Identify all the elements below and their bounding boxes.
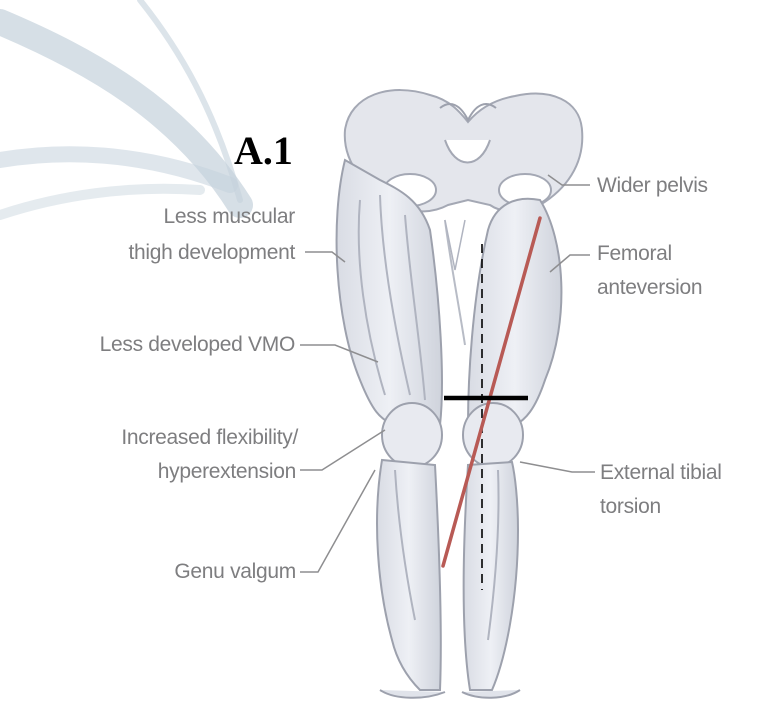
label-wider-pelvis: Wider pelvis — [597, 172, 708, 199]
leader-genu-valgum — [300, 470, 375, 572]
label-anteversion: anteversion — [597, 274, 702, 301]
label-thigh-development: thigh development — [128, 239, 295, 266]
label-torsion: torsion — [600, 493, 661, 520]
label-less-developed-vmo: Less developed VMO — [100, 331, 295, 358]
label-increased-flexibility: Increased flexibility/ — [121, 424, 298, 451]
leader-tibial — [520, 462, 595, 472]
leader-flexibility — [300, 430, 385, 470]
knees — [382, 403, 523, 467]
label-external-tibial: External tibial — [600, 459, 722, 486]
right-thigh — [445, 199, 561, 425]
lower-legs — [377, 460, 520, 698]
panel-label: A.1 — [234, 128, 293, 174]
label-hyperextension: hyperextension — [158, 458, 296, 485]
label-genu-valgum: Genu valgum — [174, 558, 296, 585]
label-less-muscular: Less muscular — [164, 203, 295, 230]
label-femoral: Femoral — [597, 240, 672, 267]
decorative-swoosh — [0, 0, 240, 215]
